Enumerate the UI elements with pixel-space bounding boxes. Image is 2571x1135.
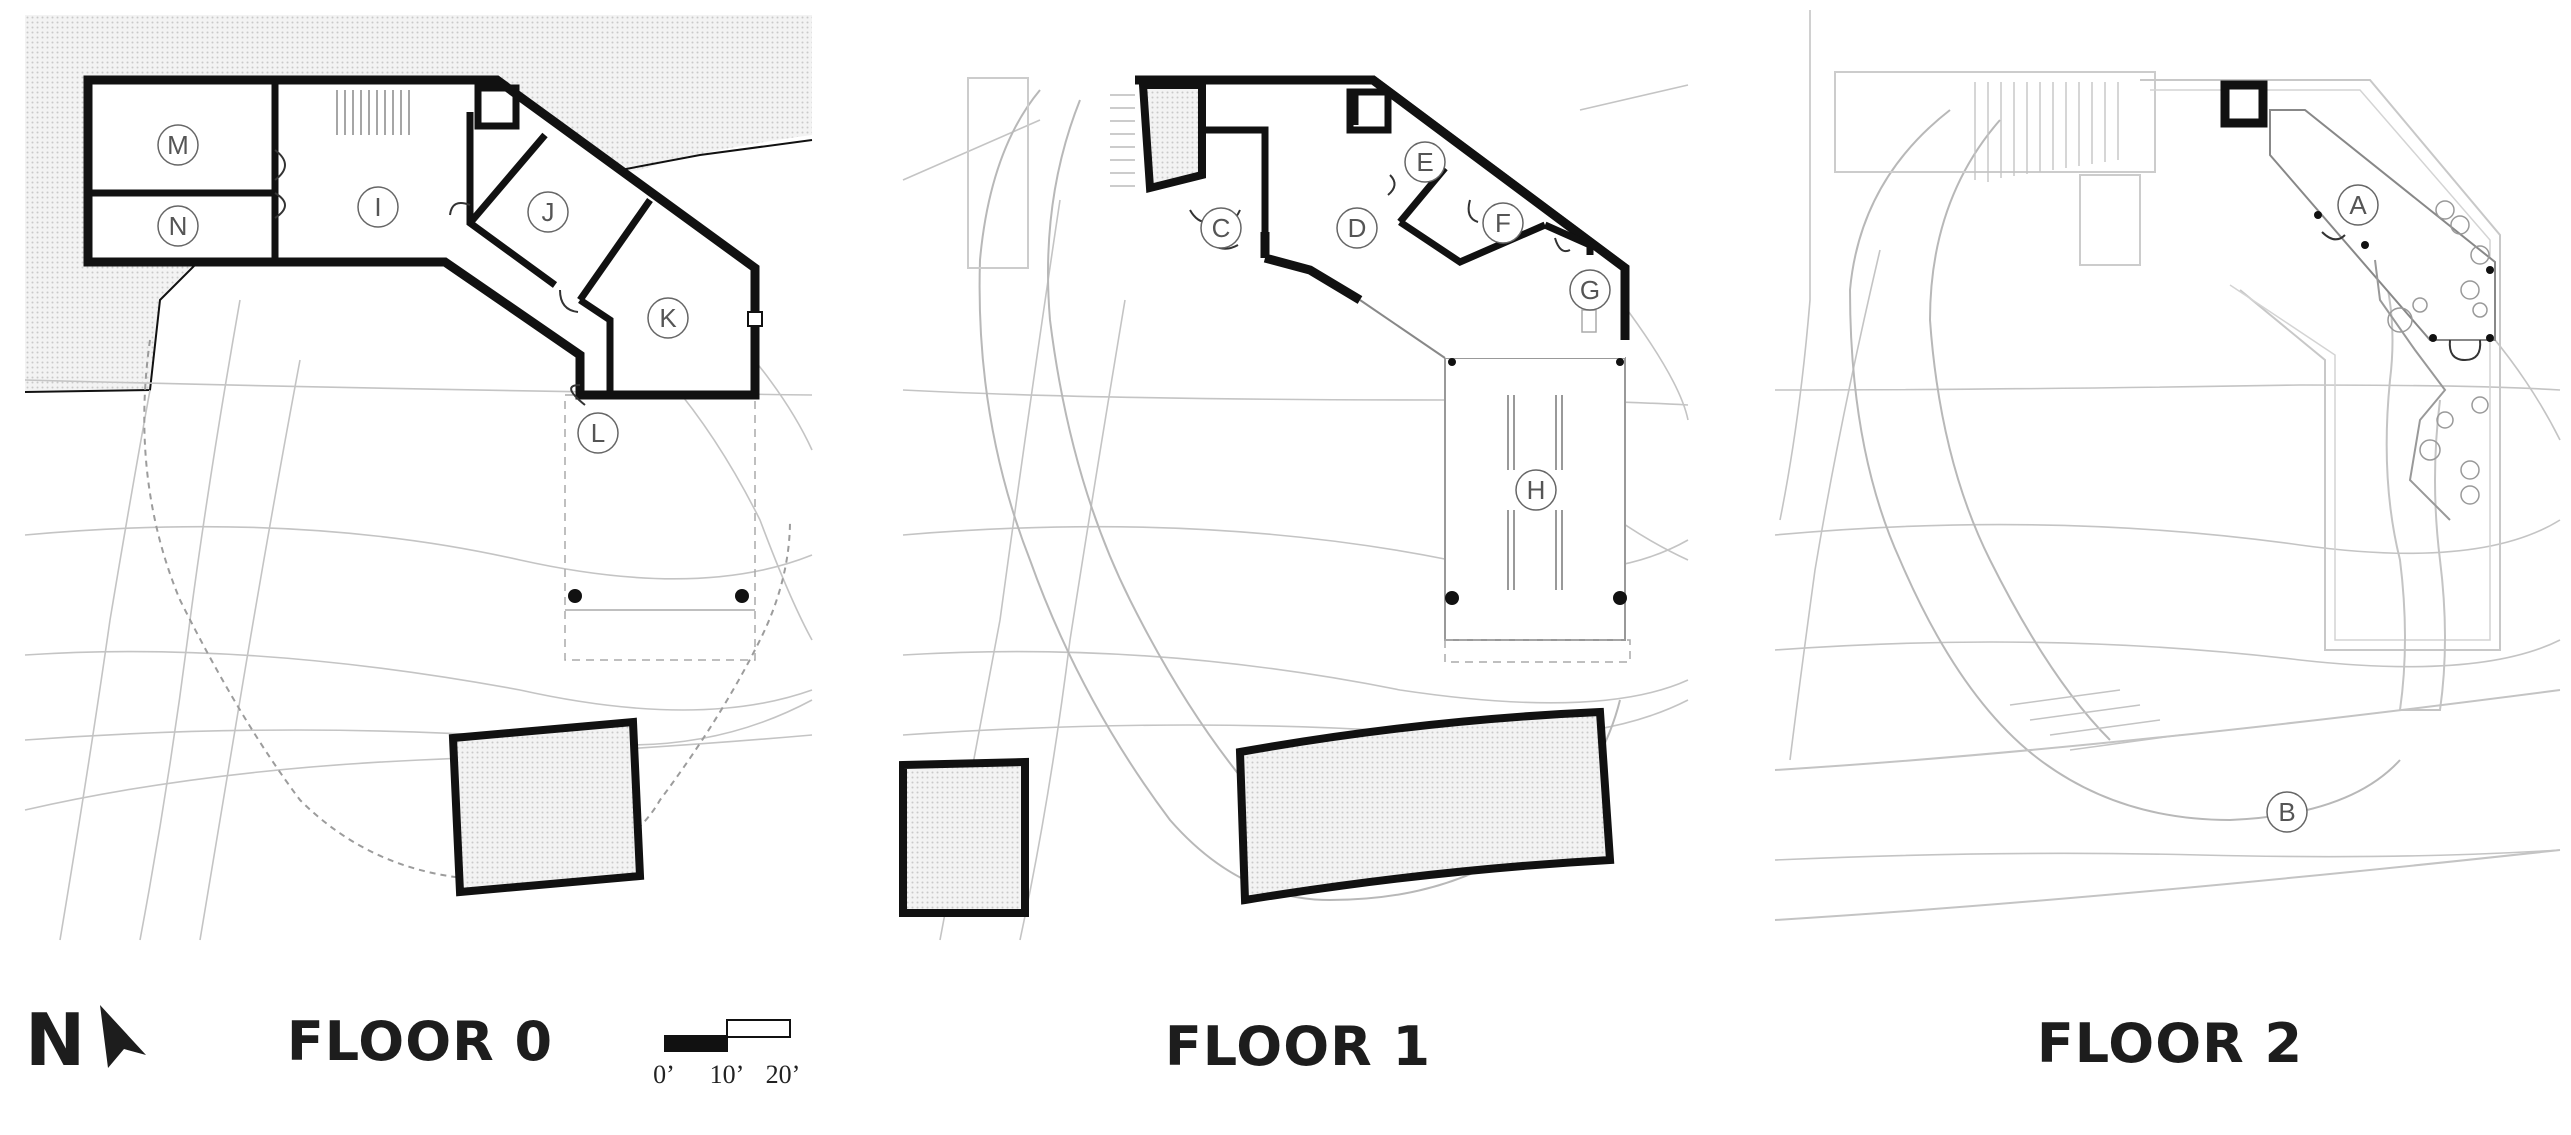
terrain-edge xyxy=(609,139,813,173)
column xyxy=(1613,591,1627,605)
interior-walls xyxy=(88,80,653,395)
floor-1-plan: C D E F G H xyxy=(899,75,1689,941)
garden-path xyxy=(143,339,791,882)
contour-lines xyxy=(1774,10,2561,861)
window xyxy=(747,311,763,327)
svg-text:M: M xyxy=(167,130,189,160)
column xyxy=(2486,266,2494,274)
svg-text:N: N xyxy=(169,211,188,241)
column xyxy=(2486,334,2494,342)
north-arrow-icon xyxy=(100,1005,146,1068)
gallery-dashed xyxy=(1444,639,1631,663)
terrace-dashed xyxy=(564,394,756,661)
room-label-F: F xyxy=(1482,202,1524,244)
road xyxy=(1774,849,2561,921)
interior-walls xyxy=(1198,85,1594,266)
road xyxy=(1774,689,2561,771)
staircase xyxy=(336,90,410,135)
column xyxy=(1616,358,1624,366)
cafe-wing xyxy=(2269,109,2496,341)
ramp xyxy=(2369,229,2446,711)
svg-text:L: L xyxy=(591,418,605,448)
column xyxy=(2361,241,2369,249)
room-label-I: I xyxy=(357,186,399,228)
floor-0-plan: M N I J K L xyxy=(24,15,813,941)
room-label-K: K xyxy=(647,297,689,339)
room-label-H: H xyxy=(1515,469,1557,511)
room-label-B: B xyxy=(2266,791,2308,833)
room-label-C: C xyxy=(1200,207,1242,249)
glass-wall xyxy=(1359,299,1446,359)
north-indicator: N xyxy=(25,998,146,1082)
floor-0-title: FLOOR 0 xyxy=(287,1010,553,1073)
scale-label-0: 0’ xyxy=(653,1060,675,1089)
room-label-D: D xyxy=(1336,207,1378,249)
core-block xyxy=(2220,80,2268,128)
room-label-G: G xyxy=(1569,269,1611,311)
gallery-fixtures xyxy=(1507,395,1563,590)
cafe-terrace-edge xyxy=(2374,259,2451,521)
svg-text:D: D xyxy=(1348,213,1367,243)
deck-outline xyxy=(967,77,1029,269)
roof-outline-inner xyxy=(2150,89,2491,641)
exterior-stair xyxy=(1974,82,2119,182)
garden-path xyxy=(1928,119,2111,741)
scale-label-10: 10’ xyxy=(710,1060,745,1089)
deck-outline xyxy=(1834,71,2156,173)
svg-text:B: B xyxy=(2278,797,2295,827)
floor-2-plan: A B xyxy=(1774,10,2561,921)
floor-2-title: FLOOR 2 xyxy=(2037,1012,2303,1075)
floor-1-title: FLOOR 1 xyxy=(1165,1015,1431,1078)
svg-text:H: H xyxy=(1527,475,1546,505)
column xyxy=(1448,358,1456,366)
garden-path xyxy=(1848,109,2401,822)
building-outline-floor-0 xyxy=(83,75,760,400)
column xyxy=(2314,211,2322,219)
room-label-N: N xyxy=(157,205,199,247)
garden-path xyxy=(1047,99,1261,801)
svg-text:A: A xyxy=(2349,190,2367,220)
room-label-J: J xyxy=(527,191,569,233)
svg-text:N: N xyxy=(25,998,85,1082)
svg-text:K: K xyxy=(659,303,677,333)
svg-text:G: G xyxy=(1580,275,1600,305)
outbuilding-long xyxy=(1235,707,1615,905)
road-hatching xyxy=(2009,689,2181,751)
column xyxy=(2429,334,2437,342)
svg-text:E: E xyxy=(1416,147,1433,177)
outbuilding xyxy=(448,717,645,897)
scale-label-20: 20’ xyxy=(766,1060,801,1089)
column xyxy=(1445,591,1459,605)
svg-text:I: I xyxy=(374,192,381,222)
doors xyxy=(274,149,586,406)
room-label-E: E xyxy=(1404,141,1446,183)
cafe-tables xyxy=(2387,200,2490,505)
doors xyxy=(2321,231,2482,361)
scale-bar: 0’ 10’ 20’ xyxy=(653,1019,801,1089)
outbuilding-left xyxy=(899,757,1029,917)
room-label-L: L xyxy=(577,412,619,454)
exterior-walls xyxy=(1135,75,1630,340)
terrain-edge xyxy=(24,249,211,393)
column xyxy=(568,589,582,603)
column xyxy=(735,589,749,603)
svg-text:F: F xyxy=(1495,208,1511,238)
svg-text:C: C xyxy=(1212,213,1231,243)
building-fill-floor-1 xyxy=(1135,80,1625,358)
svg-text:J: J xyxy=(542,197,555,227)
roof-outline xyxy=(2140,79,2501,651)
tower-block xyxy=(1138,81,1206,194)
room-label-A: A xyxy=(2337,184,2379,226)
lower-terrace xyxy=(2079,174,2141,266)
room-label-M: M xyxy=(157,124,199,166)
